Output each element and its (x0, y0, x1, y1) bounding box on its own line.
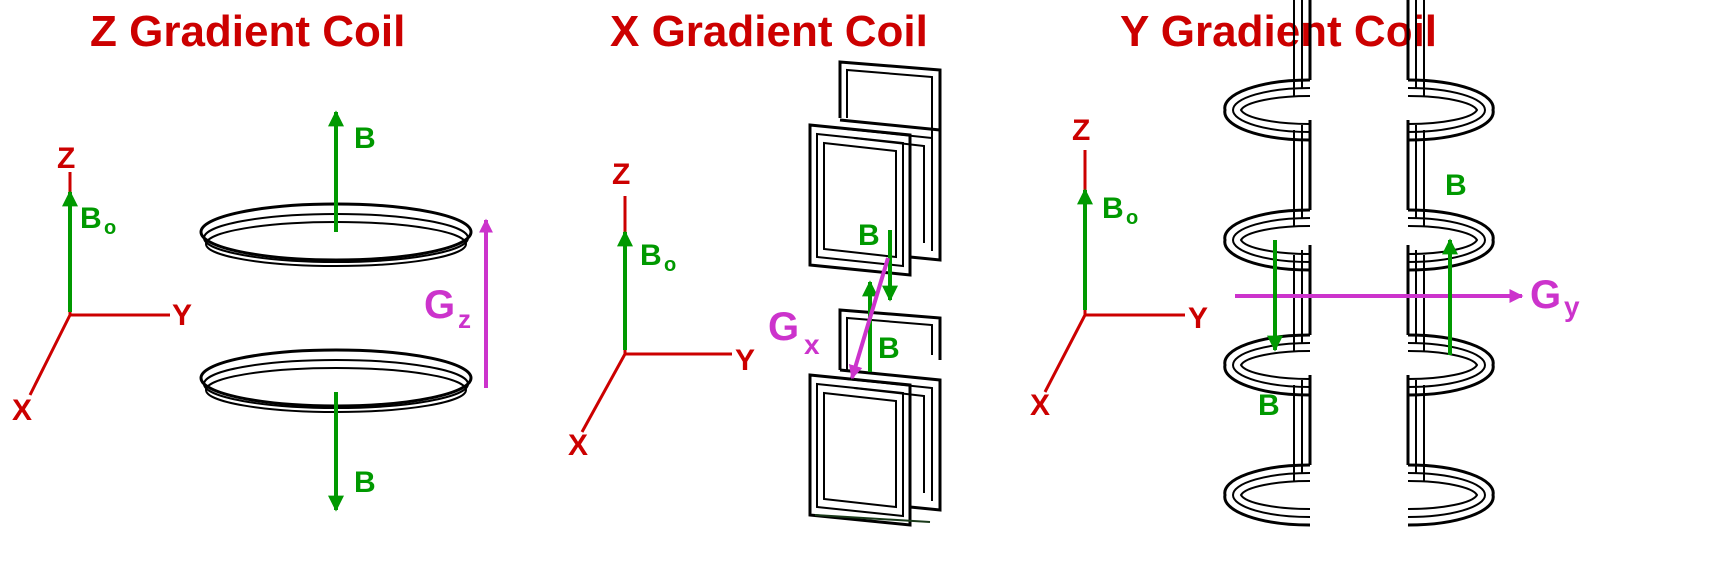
x-coil-upper-pair (808, 60, 942, 277)
b0-subscript: o (664, 254, 676, 276)
x-gradient-panel: X Gradient Coil Z Y X B o B B G (568, 7, 942, 527)
x-axis-label: X (12, 394, 32, 427)
gy-label: G (1530, 273, 1561, 317)
gz-label: G (424, 283, 455, 327)
x-field-top-label: B (858, 219, 880, 252)
y-gradient-panel: Y Gradient Coil Z Y X B o (1030, 0, 1580, 527)
y-field-left-label: B (1258, 389, 1280, 422)
gz-subscript: z (458, 304, 471, 334)
gy-subscript: y (1564, 291, 1580, 322)
gx-label: G (768, 305, 799, 349)
z-axis-label: Z (612, 158, 630, 191)
x-axis-label: X (568, 429, 588, 462)
b0-label: B (80, 202, 102, 235)
y-axis-label: Y (735, 344, 755, 377)
y-axis-label: Y (172, 299, 192, 332)
x-axis-label: X (1030, 389, 1050, 422)
x-panel-axes: Z Y X B o (568, 158, 755, 462)
b0-label: B (1102, 192, 1124, 225)
y-panel-title: Y Gradient Coil (1120, 7, 1437, 56)
x-field-bottom-label: B (878, 332, 900, 365)
y-field-right-label: B (1445, 169, 1467, 202)
x-panel-title: X Gradient Coil (610, 7, 928, 56)
z-field-top-label: B (354, 122, 376, 155)
z-panel-title: Z Gradient Coil (90, 7, 405, 56)
y-coil-left-lower (1223, 243, 1312, 527)
x-coil-lower-pair (808, 308, 942, 527)
z-axis-label: Z (57, 142, 75, 175)
b0-subscript: o (1126, 207, 1138, 229)
z-axis-label: Z (1072, 114, 1090, 147)
b0-subscript: o (104, 217, 116, 239)
gx-subscript: x (804, 329, 820, 360)
gx-arrow (848, 257, 890, 380)
z-gradient-panel: Z Gradient Coil Z Y X B o B B G z (12, 7, 493, 512)
y-axis-label: Y (1188, 302, 1208, 335)
b0-label: B (640, 239, 662, 272)
y-panel-axes: Z Y X B o (1030, 114, 1208, 422)
z-field-bottom-label: B (354, 466, 376, 499)
z-panel-axes: Z Y X B o (12, 142, 192, 427)
